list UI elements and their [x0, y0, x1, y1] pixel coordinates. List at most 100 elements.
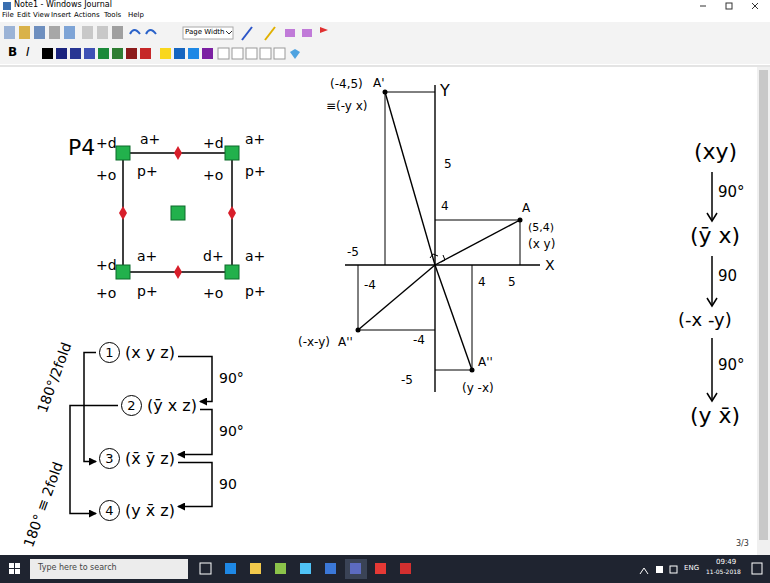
position-sign: +d	[96, 258, 117, 273]
rotation-label: 90°	[217, 371, 246, 386]
taskbar-icons	[200, 559, 762, 579]
axis-name: Y	[440, 82, 450, 100]
tick-value: -5	[401, 374, 413, 387]
number-circle: 2	[121, 395, 142, 416]
point-coordinates: ≡(-y x)	[326, 100, 368, 113]
menu-item: View	[33, 12, 50, 20]
operation-number: 1	[105, 345, 113, 360]
operation-number: 3	[105, 451, 113, 466]
rotation-arrow	[178, 357, 212, 402]
point-name: A''	[478, 356, 493, 369]
operation-node: 3 (x̄ ȳ z)	[96, 446, 178, 471]
zoom-box: Page Width	[185, 29, 225, 37]
clock-time: 09:49	[716, 559, 736, 567]
title-bar	[0, 0, 770, 12]
position-sign: d+	[203, 249, 224, 264]
twofold-axis-symbol	[119, 146, 236, 279]
clock-date: 11-05-2018	[706, 569, 741, 576]
coordinate-pair: (ȳ x)	[690, 224, 740, 248]
unit-cell	[123, 153, 232, 272]
app-icon	[3, 2, 11, 10]
position-sign: +d	[96, 136, 117, 151]
point-coordinates: (-4,5)	[330, 78, 363, 91]
rotation-angle: 90°	[718, 357, 745, 374]
number-circle: 4	[99, 500, 120, 521]
scrollbar	[757, 67, 770, 555]
operation-node: 2 (ȳ x z)	[118, 393, 200, 418]
tick-value: -4	[364, 279, 376, 292]
tick-value: 5	[444, 158, 452, 171]
position-sign: p+	[245, 164, 266, 179]
menu-item: Tools	[104, 12, 121, 20]
position-sign: p+	[137, 164, 158, 179]
position-sign: a+	[245, 132, 265, 147]
operation-number: 2	[127, 398, 135, 413]
rotation-arrow	[707, 172, 717, 401]
point-name: A'	[373, 77, 385, 90]
operation-node: 4 (y x̄ z)	[96, 498, 178, 523]
coordinate-pair: (xy)	[694, 140, 737, 164]
close-icon	[752, 3, 758, 9]
page-number: 3/3	[736, 540, 749, 549]
coordinate-triplet: (y x̄ z)	[125, 501, 175, 520]
toolbar	[0, 22, 770, 44]
window-title: Note1 - Windows Journal	[14, 1, 112, 10]
fourfold-axis-symbol	[116, 146, 239, 279]
point-coordinates: (y -x)	[462, 382, 494, 395]
operation-node: 1 (x y z)	[96, 340, 178, 365]
color-palette	[42, 48, 300, 59]
coordinate-triplet: (x y z)	[125, 343, 175, 362]
position-sign: p+	[137, 284, 158, 299]
position-sign: +o	[96, 286, 116, 301]
coordinate-pair: (-x -y)	[678, 310, 732, 330]
scroll-thumb	[759, 70, 768, 540]
number-circle: 1	[99, 342, 120, 363]
position-sign: +d	[203, 136, 224, 151]
rotation-arrow	[84, 353, 96, 462]
rotation-arrow	[70, 406, 118, 514]
language-indicator: ENG	[684, 565, 699, 573]
taskbar	[0, 555, 770, 583]
tick-value: -5	[347, 246, 359, 259]
axis-name: X	[545, 258, 555, 273]
point-name: A''	[338, 336, 353, 349]
point-coordinates: (5,4)	[528, 222, 554, 234]
menu-item: Help	[128, 12, 144, 20]
coordinate-pair: (y x̄)	[690, 404, 740, 428]
operation-number: 4	[105, 503, 113, 518]
plot-point	[356, 90, 523, 373]
rotation-arrow	[178, 463, 212, 507]
menu-item: File	[2, 12, 14, 20]
position-sign: a+	[140, 132, 160, 147]
coordinate-plot	[345, 85, 540, 392]
position-sign: p+	[245, 284, 266, 299]
tick-value: -4	[413, 334, 425, 347]
position-sign: +o	[203, 286, 223, 301]
search-box	[30, 559, 188, 579]
bold-button: B	[8, 46, 17, 59]
rotation-angle: 90	[718, 268, 737, 285]
rotation-label: 180° ≡ 2fold	[21, 458, 67, 551]
coordinate-triplet: (x̄ ȳ z)	[125, 449, 175, 468]
rotation-label: 90	[217, 477, 239, 492]
menu-item: Insert	[51, 12, 71, 20]
coordinate-triplet: (ȳ x z)	[147, 396, 197, 415]
position-sign: +o	[96, 168, 116, 183]
rotation-label: 180°/2fold	[34, 339, 75, 417]
minimize-icon	[700, 6, 706, 7]
space-group-name: P4	[68, 136, 95, 160]
toolbar-icons	[4, 26, 328, 40]
maximize-icon	[726, 3, 732, 9]
point-name: A	[522, 202, 530, 215]
tick-value: 4	[441, 200, 449, 213]
menu-item: Edit	[17, 12, 31, 20]
number-circle: 3	[99, 448, 120, 469]
rotation-arrow	[178, 410, 212, 455]
italic-button: I	[26, 46, 30, 59]
rotation-angle: 90°	[718, 184, 745, 201]
format-bar	[0, 44, 770, 64]
page-edge	[0, 66, 770, 67]
rotation-label: 90°	[217, 424, 246, 439]
point-coordinates: (-x-y)	[298, 336, 330, 349]
